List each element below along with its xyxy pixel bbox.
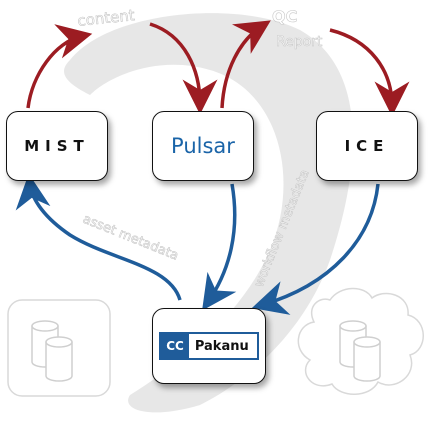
label-qc: QC [272,7,297,26]
node-pulsar-label: Pulsar [171,134,235,158]
arrow-pulsar-to-pakanu [202,183,237,311]
database-icon [339,320,381,382]
arrow-content-to-pulsar [149,22,218,115]
node-pakanu[interactable]: CC Pakanu [152,308,266,384]
arrow-qc-to-ice [329,28,410,117]
database-icon [31,320,73,382]
pakanu-logo-mark: CC [161,334,189,358]
pakanu-logo: CC Pakanu [159,332,259,360]
label-qc-report: Report [276,34,323,50]
node-mist-label: MIST [24,137,90,155]
label-content: content [77,6,136,30]
node-pakanu-label: Pakanu [188,334,257,358]
node-mist[interactable]: MIST [6,111,108,181]
arrow-pulsar-to-qc [220,20,271,109]
label-asset-metadata: asset metadata [81,212,181,264]
arrow-pakanu-to-mist [15,173,182,301]
node-pulsar[interactable]: Pulsar [152,111,254,181]
arrow-mist-to-content [26,24,93,109]
arrow-ice-to-pakanu [251,183,380,315]
node-ice[interactable]: ICE [316,111,418,181]
node-ice-label: ICE [344,137,390,155]
